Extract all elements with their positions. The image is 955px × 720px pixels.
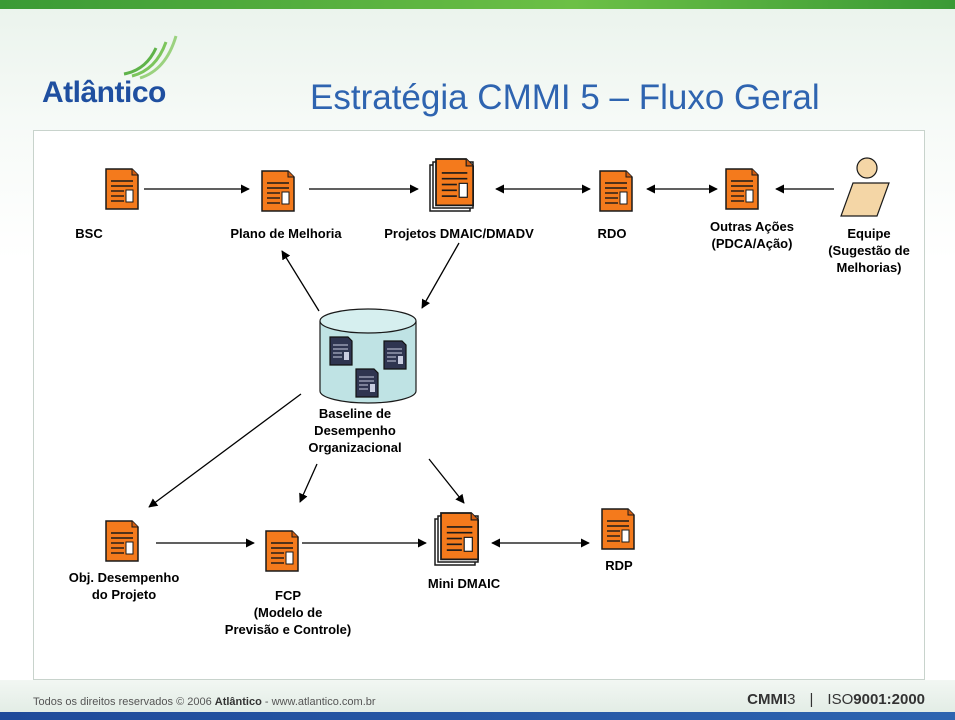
- cert-separator: |: [809, 691, 814, 708]
- iso-prefix: ISO: [827, 691, 854, 708]
- arrow-baseline-fcp: [299, 463, 318, 503]
- arrow-baseline-mini: [428, 458, 465, 504]
- certifications: CMMI3 | ISO9001:2000: [747, 691, 925, 708]
- cmmi-label: CMMI: [747, 691, 788, 708]
- node-label-obj: Obj. Desempenho do Projeto: [68, 570, 180, 602]
- node-label-equipe: Equipe (Sugestão de Melhorias): [828, 226, 910, 275]
- diagram-panel: BSC Plano de Melhoria Projetos DMAIC/DMA…: [33, 130, 925, 680]
- arrow-projetos-baseline: [421, 242, 460, 309]
- outras-document-icon: [725, 168, 759, 210]
- arrow-baseline-obj: [148, 393, 302, 508]
- node-label-bsc: BSC: [75, 226, 103, 241]
- rdp-document-icon: [601, 508, 635, 550]
- page-title: Estratégia CMMI 5 – Fluxo Geral: [310, 78, 820, 117]
- projetos-documents-icon: [430, 159, 473, 211]
- copyright-brand: Atlântico: [214, 696, 262, 708]
- iso-number: 9001:2000: [853, 691, 925, 708]
- node-label-projetos: Projetos DMAIC/DMADV: [384, 226, 534, 241]
- cmmi-level: 3: [787, 691, 796, 708]
- flow-diagram: [105, 157, 890, 572]
- logo-text: Atlântico: [42, 76, 166, 109]
- database-icon: [319, 308, 417, 404]
- plano-document-icon: [261, 170, 295, 212]
- node-label-outras: Outras Ações (PDCA/Ação): [709, 219, 795, 251]
- person-icon: [840, 157, 890, 217]
- obj-document-icon: [105, 520, 139, 562]
- node-label-rdp: RDP: [605, 558, 633, 573]
- arrow-baseline-plano: [281, 250, 320, 312]
- node-label-baseline: Baseline de Desempenho Organizacional: [308, 406, 402, 455]
- top-accent-bar: [0, 0, 955, 9]
- node-label-rdo: RDO: [597, 226, 627, 241]
- node-label-fcp: FCP (Modelo de Previsão e Controle): [224, 588, 352, 637]
- bsc-document-icon: [105, 168, 139, 210]
- copyright-text: Todos os direitos reservados © 2006 Atlâ…: [33, 696, 376, 708]
- signal-arcs-icon: [123, 35, 178, 80]
- mini-dmaic-documents-icon: [435, 513, 478, 565]
- fcp-document-icon: [265, 530, 299, 572]
- node-label-mini-dmaic: Mini DMAIC: [427, 576, 501, 591]
- copyright-pre: Todos os direitos reservados © 2006: [33, 696, 215, 708]
- node-label-plano: Plano de Melhoria: [230, 226, 342, 241]
- arrows: [144, 184, 834, 548]
- copyright-post: - www.atlantico.com.br: [261, 696, 376, 708]
- logo: Atlântico: [42, 30, 212, 115]
- rdo-document-icon: [599, 170, 633, 212]
- footer-accent-bar: [0, 712, 955, 720]
